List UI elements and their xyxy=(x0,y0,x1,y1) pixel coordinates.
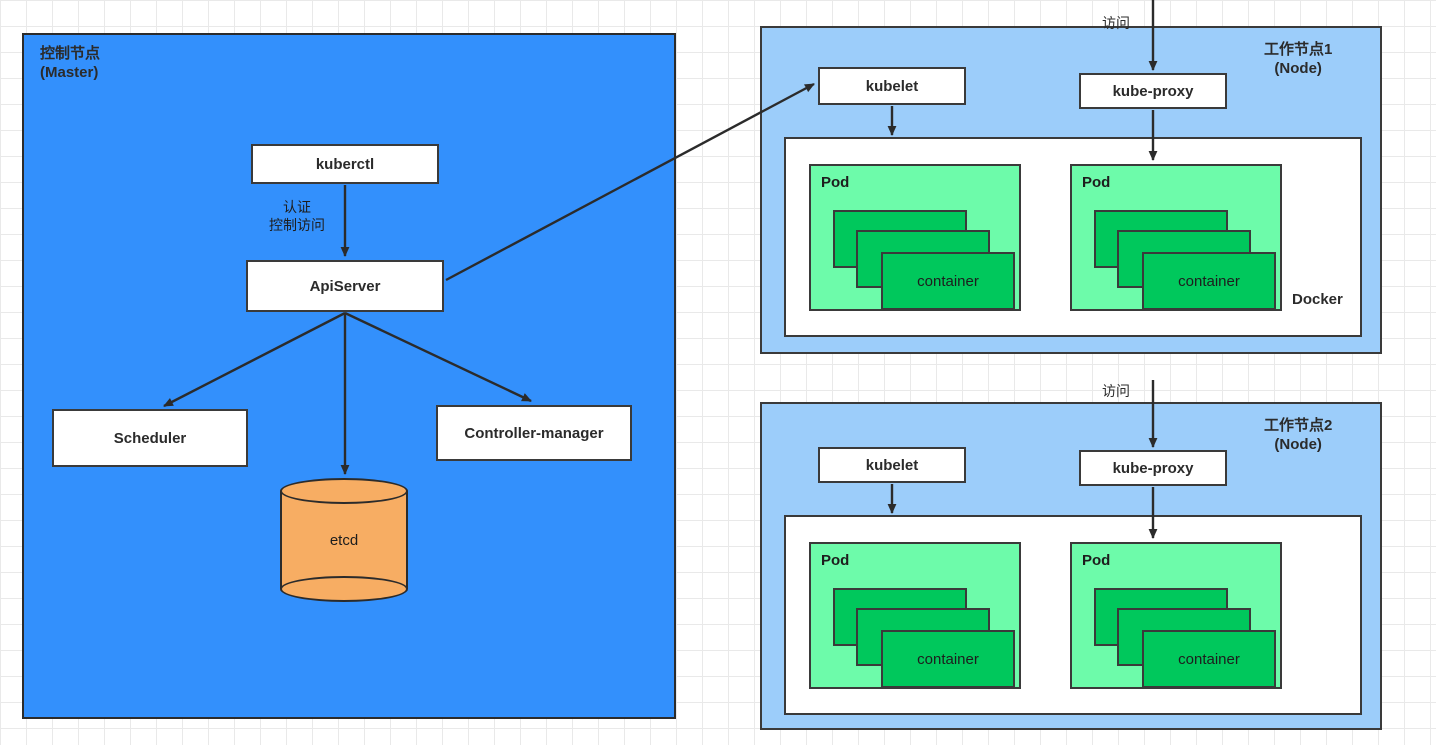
node2-pod-2-label: Pod xyxy=(1082,552,1111,569)
etcd-label: etcd xyxy=(329,531,359,549)
node1-pod-2[interactable]: Pod container xyxy=(1070,164,1282,311)
node2-pod-2[interactable]: Pod container xyxy=(1070,542,1282,689)
node1-kube-proxy-box[interactable]: kube-proxy xyxy=(1079,73,1227,109)
node2-pod-1-label: Pod xyxy=(821,552,850,569)
etcd-cylinder[interactable]: etcd xyxy=(280,478,408,602)
etcd-bottom-ellipse xyxy=(280,576,408,602)
kuberctl-box[interactable]: kuberctl xyxy=(251,144,439,184)
node1-pod-2-container-front[interactable]: container xyxy=(1142,252,1276,310)
apiserver-box[interactable]: ApiServer xyxy=(246,260,444,312)
master-node-title: 控制节点 (Master) xyxy=(40,45,101,81)
node1-runtime-label: Docker xyxy=(1292,291,1343,308)
node1-kubelet-box[interactable]: kubelet xyxy=(818,67,966,105)
node1-pod-1-container-front[interactable]: container xyxy=(881,252,1015,310)
auth-edge-label: 认证 控制访问 xyxy=(269,199,325,233)
etcd-body xyxy=(280,491,408,589)
node1-pod-1-label: Pod xyxy=(821,174,850,191)
node2-pod-1[interactable]: Pod container xyxy=(809,542,1021,689)
scheduler-box[interactable]: Scheduler xyxy=(52,409,248,467)
controller-manager-box[interactable]: Controller-manager xyxy=(436,405,632,461)
etcd-top-ellipse xyxy=(280,478,408,504)
node2-pod-1-container-front[interactable]: container xyxy=(881,630,1015,688)
worker-node-1-title: 工作节点1 (Node) xyxy=(1264,41,1333,77)
worker-node-2-title: 工作节点2 (Node) xyxy=(1264,417,1333,453)
node1-access-label: 访问 xyxy=(1102,15,1130,31)
master-node-panel xyxy=(22,33,676,719)
node2-pod-2-container-front[interactable]: container xyxy=(1142,630,1276,688)
node2-access-label: 访问 xyxy=(1102,383,1130,399)
node1-pod-1[interactable]: Pod container xyxy=(809,164,1021,311)
node2-kubelet-box[interactable]: kubelet xyxy=(818,447,966,483)
node1-pod-2-label: Pod xyxy=(1082,174,1111,191)
node2-kube-proxy-box[interactable]: kube-proxy xyxy=(1079,450,1227,486)
